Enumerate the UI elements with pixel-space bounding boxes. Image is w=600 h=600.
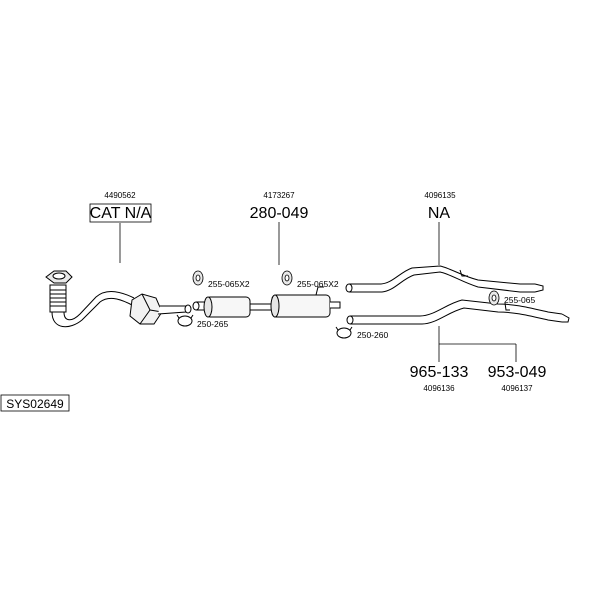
rubber-mount-icon: [192, 270, 204, 286]
clamp-1-label[interactable]: 250-265: [197, 319, 228, 329]
mount-3-label[interactable]: 255-065: [504, 295, 535, 305]
rear-pipe-upper-number: 4096135: [424, 191, 456, 200]
rear-pipe-lower-left-number: 4096136: [423, 384, 455, 393]
muffler-number: 4173267: [263, 191, 295, 200]
rubber-mount-icon: [281, 270, 293, 286]
system-code-label: SYS02649: [6, 397, 64, 411]
rear-pipe-upper: [345, 265, 544, 293]
clamp-icon: [335, 326, 353, 339]
catalyst-assembly: [45, 270, 192, 328]
catalyst-label[interactable]: CAT N/A: [90, 205, 152, 222]
mount-2-label[interactable]: 255-065X2: [297, 279, 339, 289]
rear-pipe-lower-right-number: 4096137: [501, 384, 533, 393]
catalyst-number: 4490562: [104, 191, 136, 200]
rear-pipe-lower: [346, 299, 570, 325]
mount-1-label[interactable]: 255-065X2: [208, 279, 250, 289]
rear-pipe-lower-leader: [438, 326, 517, 362]
system-code-box: [0, 394, 70, 412]
rubber-mount-icon: [488, 290, 500, 306]
muffler-assembly: [192, 286, 341, 318]
catalyst-label-box: [89, 203, 152, 223]
rear-pipe-lower-right-label[interactable]: 953-049: [488, 364, 547, 381]
rear-pipe-lower-left-label[interactable]: 965-133: [410, 364, 469, 381]
muffler-label[interactable]: 280-049: [250, 205, 309, 222]
clamp-icon: [176, 314, 194, 327]
rear-pipe-upper-label[interactable]: NA: [428, 205, 451, 222]
clamp-2-label[interactable]: 250-260: [357, 330, 388, 340]
